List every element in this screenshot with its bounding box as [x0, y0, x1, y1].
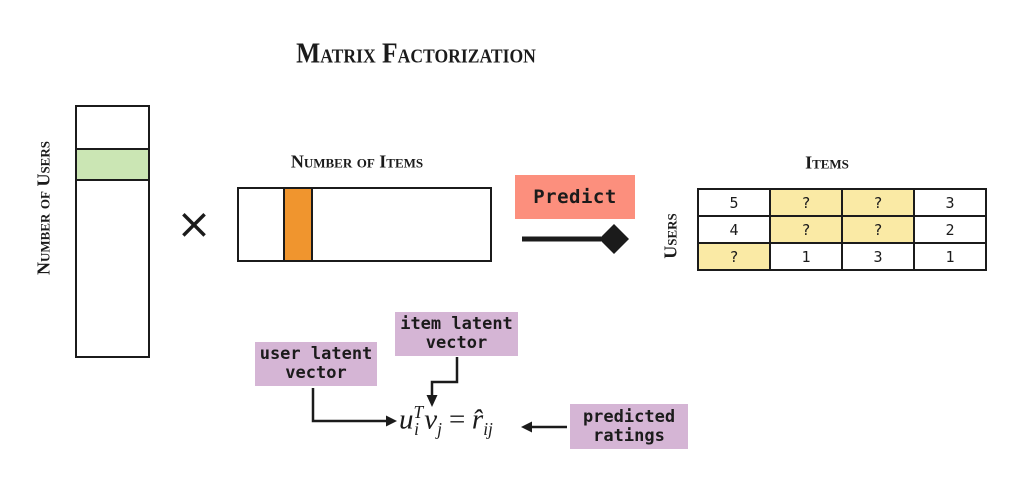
- items-header: Items: [805, 152, 849, 173]
- diamond-arrowhead-icon: [599, 224, 629, 254]
- user-latent-vector-box: user latent vector: [255, 342, 377, 386]
- rating-cell: 3: [841, 242, 915, 271]
- predicted-ratings-line1: predicted: [582, 406, 676, 427]
- formula-u-sup: T: [413, 401, 424, 422]
- formula-r-hat: r̂: [471, 403, 484, 436]
- user-latent-line2: vector: [285, 363, 347, 383]
- formula-equals: =: [447, 403, 467, 436]
- user-row-highlight: [77, 148, 148, 181]
- item-latent-line2: vector: [425, 333, 488, 353]
- formula-u: u: [399, 403, 414, 436]
- rating-cell: ?: [697, 242, 771, 271]
- predict-box: Predict: [515, 175, 635, 219]
- item-latent-line1: item latent: [400, 314, 513, 335]
- rating-cell: 3: [913, 188, 987, 217]
- item-latent-connector: [430, 357, 459, 396]
- rating-cell: ?: [769, 188, 843, 217]
- predicted-ratings-line2: ratings: [593, 425, 665, 446]
- table-row: 4??2: [697, 215, 987, 244]
- multiply-icon: ×: [176, 199, 212, 248]
- item-matrix: [237, 187, 492, 262]
- rating-cell: 4: [697, 215, 771, 244]
- number-of-users-label: Number of Users: [33, 141, 54, 275]
- number-of-items-label: Number of Items: [290, 151, 424, 172]
- page-title: Matrix Factorization: [296, 37, 536, 70]
- rating-cell: 2: [913, 215, 987, 244]
- rating-cell: 1: [769, 242, 843, 271]
- right-arrowhead-icon: [386, 415, 397, 427]
- left-arrowhead-icon: [521, 421, 532, 433]
- predicted-ratings-box: predicted ratings: [570, 404, 688, 449]
- item-column-highlight: [283, 189, 313, 260]
- formula-r-sub: ij: [483, 419, 493, 440]
- rating-cell: 1: [913, 242, 987, 271]
- formula-v-sub: j: [437, 419, 442, 440]
- rating-cell: 5: [697, 188, 771, 217]
- formula-u-sub: i: [414, 419, 419, 440]
- formula-v: v: [424, 403, 438, 436]
- user-matrix: [75, 105, 150, 358]
- users-header: Users: [660, 213, 681, 259]
- rating-cell: ?: [769, 215, 843, 244]
- item-latent-vector-box: item latent vector: [395, 312, 518, 356]
- table-row: 5??3: [697, 188, 987, 217]
- user-latent-connector: [311, 388, 386, 423]
- rating-cell: ?: [841, 188, 915, 217]
- rating-cell: ?: [841, 215, 915, 244]
- user-latent-line1: user latent: [259, 344, 373, 365]
